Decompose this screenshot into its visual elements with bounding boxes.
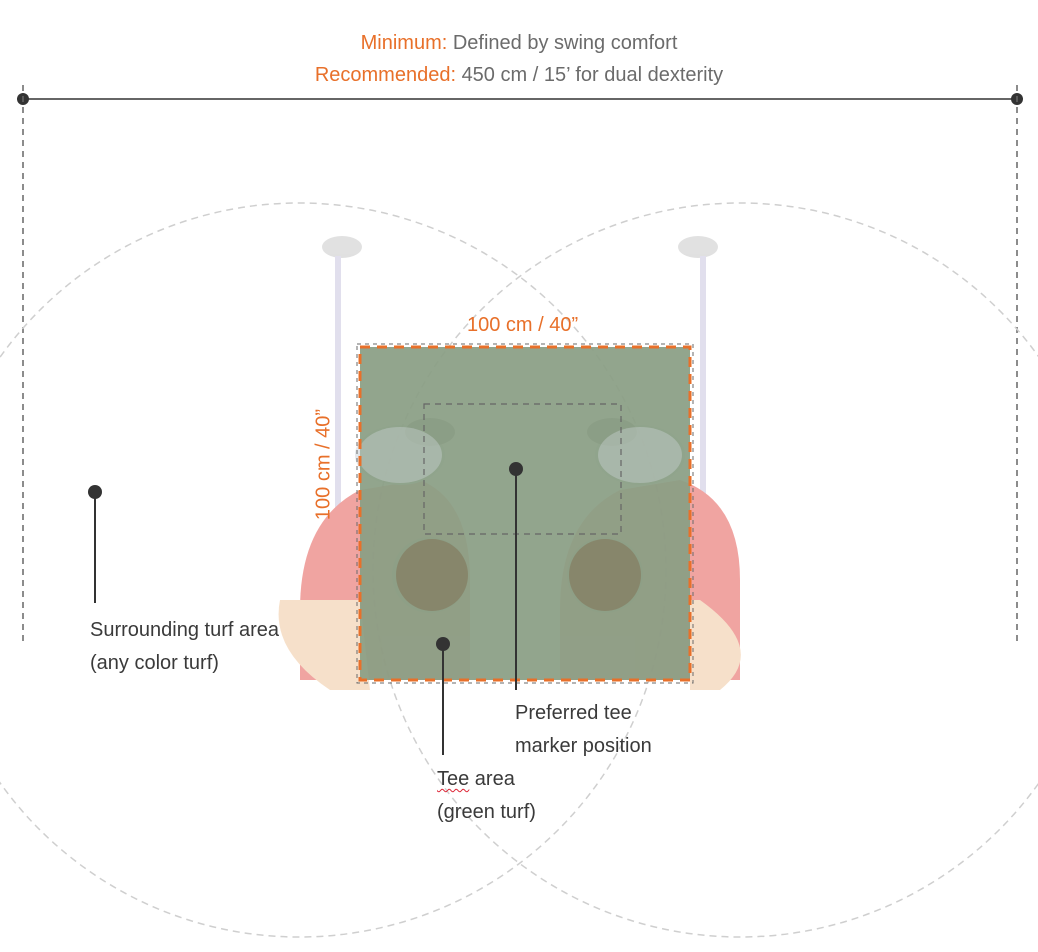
recommended-text: 450 cm / 15’ for dual dexterity <box>461 64 724 86</box>
preferred-line2: marker position <box>515 735 652 757</box>
area-word: area <box>469 768 515 790</box>
preferred-tee-callout: Preferred tee marker position <box>515 697 652 763</box>
preferred-line1: Preferred tee <box>515 702 632 724</box>
preferred-callout-leader <box>509 462 523 690</box>
tee-word: Tee <box>437 768 470 790</box>
surrounding-line1: Surrounding turf area <box>90 619 280 641</box>
tee-area-line1: Tee area <box>437 763 536 796</box>
tee-area-outline <box>358 345 692 682</box>
tee-marker-zone <box>423 403 622 535</box>
tee-area-callout: Tee area (green turf) <box>437 763 536 829</box>
tee-area-line2: (green turf) <box>437 801 536 823</box>
tee-callout-leader <box>436 637 450 755</box>
recommended-label-line: Recommended: 450 cm / 15’ for dual dexte… <box>0 59 1038 92</box>
overall-dimension-line <box>17 85 1023 645</box>
minimum-text: Defined by swing comfort <box>452 32 678 54</box>
surrounding-line2: (any color turf) <box>90 652 219 674</box>
surrounding-callout-leader <box>88 485 102 603</box>
tee-height-label: 100 cm / 40” <box>312 408 335 521</box>
tee-area-turf <box>360 347 690 680</box>
minimum-label-line: Minimum: Defined by swing comfort <box>0 27 1038 60</box>
surrounding-turf-callout: Surrounding turf area (any color turf) <box>90 614 279 680</box>
tee-width-label: 100 cm / 40” <box>467 314 579 336</box>
minimum-label: Minimum: <box>360 32 448 54</box>
golfer-overlay <box>358 427 682 611</box>
recommended-label: Recommended: <box>314 64 456 86</box>
